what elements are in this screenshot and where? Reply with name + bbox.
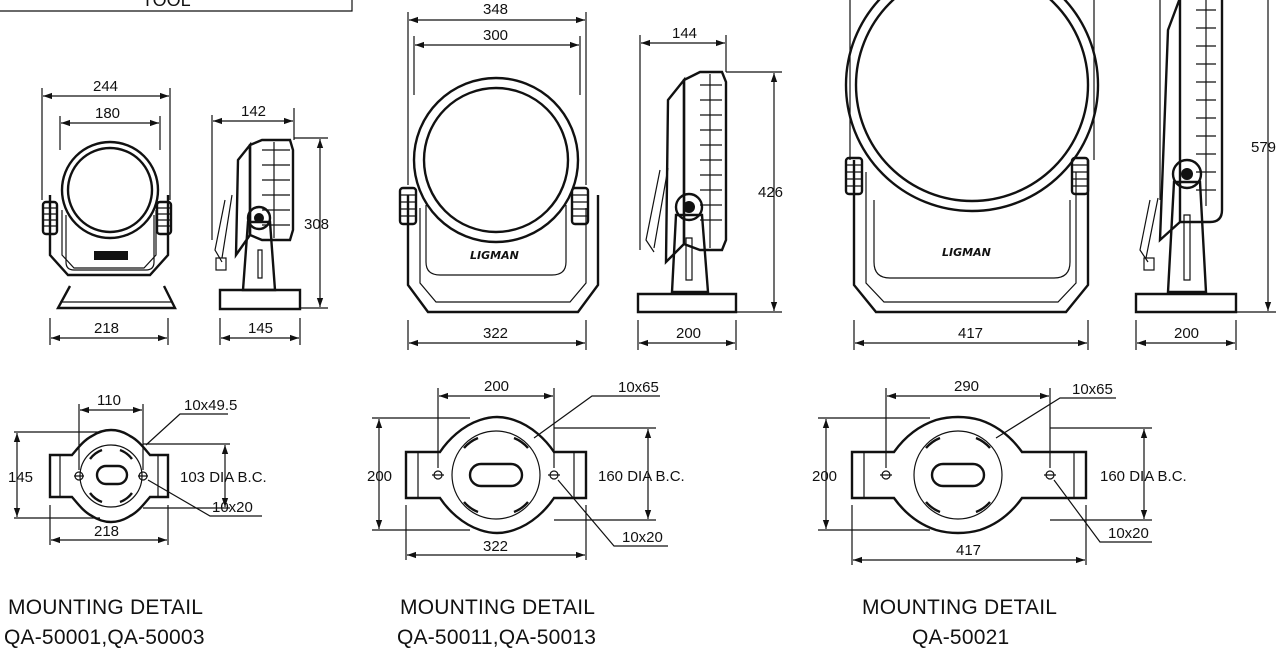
caption-unit1-title: MOUNTING DETAIL <box>8 596 204 619</box>
unit2-mount-height: 200 <box>367 468 392 485</box>
unit3-slot: 10x65 <box>1072 381 1113 398</box>
unit3-side-dims: 579 200 <box>1135 0 1276 350</box>
unit2-hole: 10x20 <box>622 529 663 546</box>
unit2-slot: 10x65 <box>618 379 659 396</box>
unit2-depth: 144 <box>672 25 697 42</box>
unit3-mount-width: 417 <box>956 542 981 559</box>
unit1-side-base: 145 <box>248 320 273 337</box>
unit3-side-view <box>1134 0 1238 314</box>
unit3-height: 579 <box>1251 139 1276 156</box>
unit3-bolt-circle: 160 DIA B.C. <box>1100 468 1187 485</box>
unit1-overall-width: 244 <box>93 78 118 95</box>
unit2-front-dims: 348 300 322 <box>407 1 587 350</box>
unit1-base-width: 218 <box>94 320 119 337</box>
caption-unit1-models: QA-50001,QA-50003 <box>4 626 205 649</box>
unit1-mount-dims: 110 10x49.5 145 103 DIA B.C. 10x20 218 <box>8 392 267 545</box>
unit2-lens-width: 300 <box>483 27 508 44</box>
unit2-side-dims: 144 426 200 <box>637 25 783 350</box>
unit1-slot: 10x49.5 <box>184 397 237 414</box>
unit2-overall-width: 348 <box>483 1 508 18</box>
unit1-depth: 142 <box>241 103 266 120</box>
unit2-height: 426 <box>758 184 783 201</box>
unit1-mount-width: 218 <box>94 523 119 540</box>
unit3-mount-top: 290 <box>954 378 979 395</box>
unit1-lens-width: 180 <box>95 105 120 122</box>
unit1-side-view <box>214 138 302 311</box>
unit3-mount-dims: 290 10x65 200 160 DIA B.C. 10x20 417 <box>812 378 1187 565</box>
unit2-mount-width: 322 <box>483 538 508 555</box>
unit2-side-view <box>636 70 738 314</box>
unit3-mount-height: 200 <box>812 468 837 485</box>
unit2-mount-dims: 200 10x65 200 160 DIA B.C. 10x20 322 <box>367 378 685 560</box>
unit2-mount-top: 200 <box>484 378 509 395</box>
unit3-logo: LIGMAN <box>942 246 991 259</box>
unit1-hole: 10x20 <box>212 499 253 516</box>
unit1-side-dims: 142 308 145 <box>211 103 329 345</box>
unit1-front-dims: 244 180 218 <box>41 78 171 345</box>
unit1-height: 308 <box>304 216 329 233</box>
header-label: TOOL <box>142 0 191 10</box>
unit3-base-width: 417 <box>958 325 983 342</box>
caption-unit3-title: MOUNTING DETAIL <box>862 596 1058 619</box>
unit1-bolt-circle: 103 DIA B.C. <box>180 469 267 486</box>
unit3-front-dims: 417 <box>853 320 1089 350</box>
unit3-hole: 10x20 <box>1108 525 1149 542</box>
unit1-front-view <box>41 140 177 310</box>
unit3-mount-view <box>850 415 1088 535</box>
header-box: TOOL <box>0 0 353 12</box>
unit1-mount-view <box>48 428 170 524</box>
unit3-side-base: 200 <box>1174 325 1199 342</box>
unit2-logo: LIGMAN <box>470 249 519 262</box>
unit1-mount-top: 110 <box>97 392 121 409</box>
unit2-side-base: 200 <box>676 325 701 342</box>
unit2-front-view: LIGMAN <box>398 76 600 314</box>
caption-unit2-models: QA-50011,QA-50013 <box>397 626 597 649</box>
caption-unit2-title: MOUNTING DETAIL <box>400 596 596 619</box>
unit2-mount-view <box>404 415 588 535</box>
unit2-bolt-circle: 160 DIA B.C. <box>598 468 685 485</box>
unit3-front-view: LIGMAN <box>844 0 1100 314</box>
unit1-mount-height: 145 <box>8 469 33 486</box>
caption-unit3-models: QA-50021 <box>912 626 1010 649</box>
unit2-base-width: 322 <box>483 325 508 342</box>
